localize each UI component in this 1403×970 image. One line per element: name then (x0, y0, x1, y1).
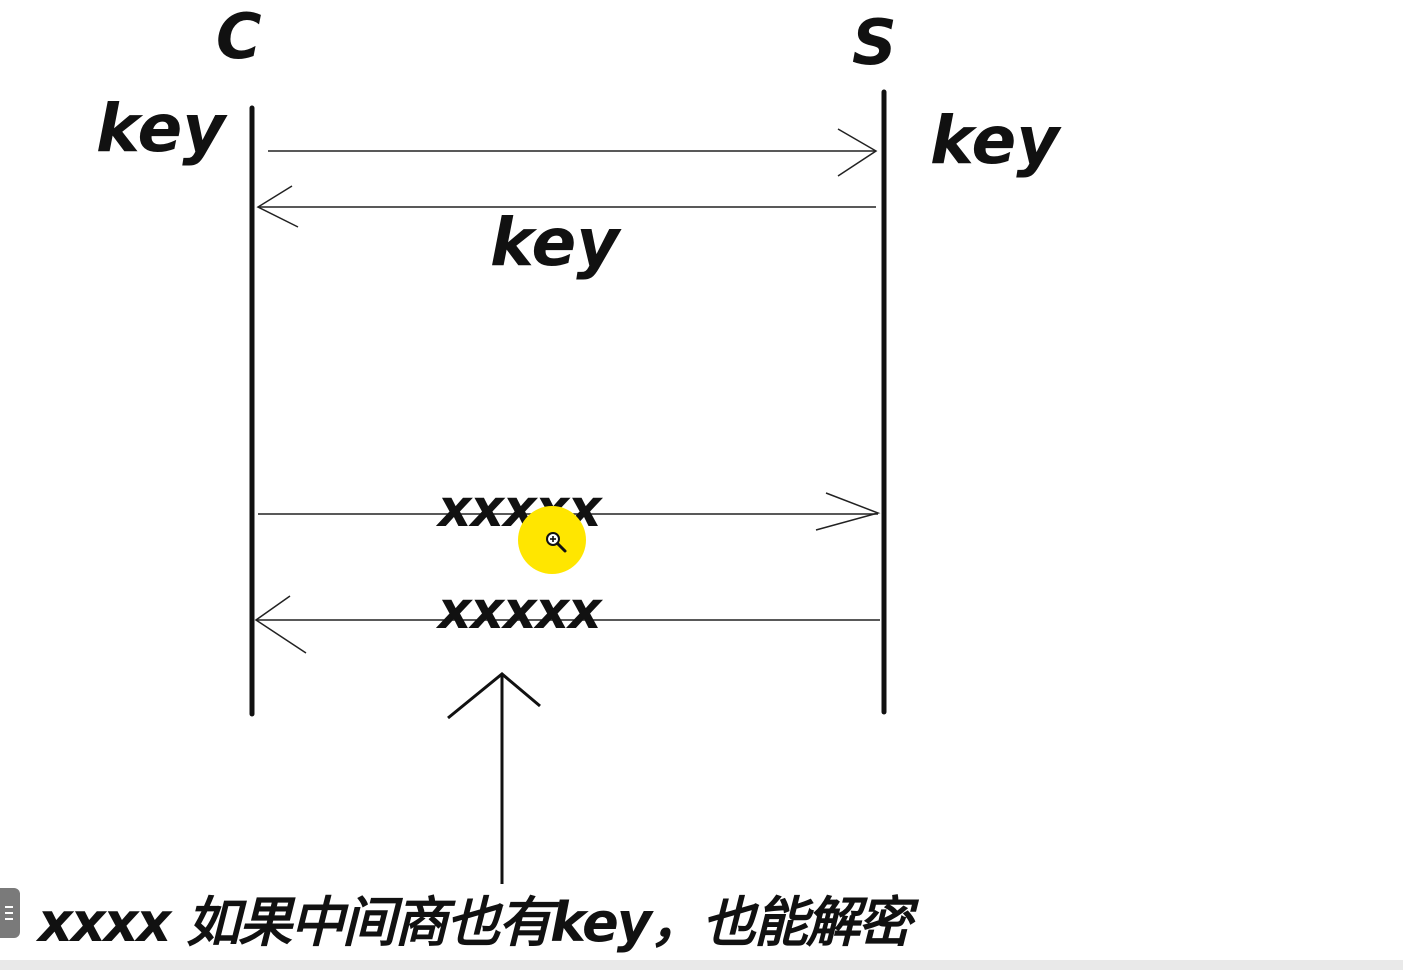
server-label: S (852, 6, 897, 79)
response-message-label: xxxxx (438, 581, 602, 641)
arrow-server-to-client-key (256, 185, 876, 228)
server-key-label: key (930, 102, 1060, 179)
interception-arrow (447, 672, 541, 884)
arrow-client-to-server-key (268, 128, 878, 177)
arrow-server-to-client-message (254, 595, 880, 654)
bottom-scroll-strip (0, 960, 1403, 970)
menu-icon (5, 906, 13, 920)
caption-text: xxxx 如果中间商也有key，也能解密 (38, 891, 912, 954)
transfer-key-label: key (490, 204, 620, 281)
client-label: C (216, 0, 262, 73)
client-key-label: key (96, 90, 226, 167)
zoom-in-icon (546, 532, 567, 553)
